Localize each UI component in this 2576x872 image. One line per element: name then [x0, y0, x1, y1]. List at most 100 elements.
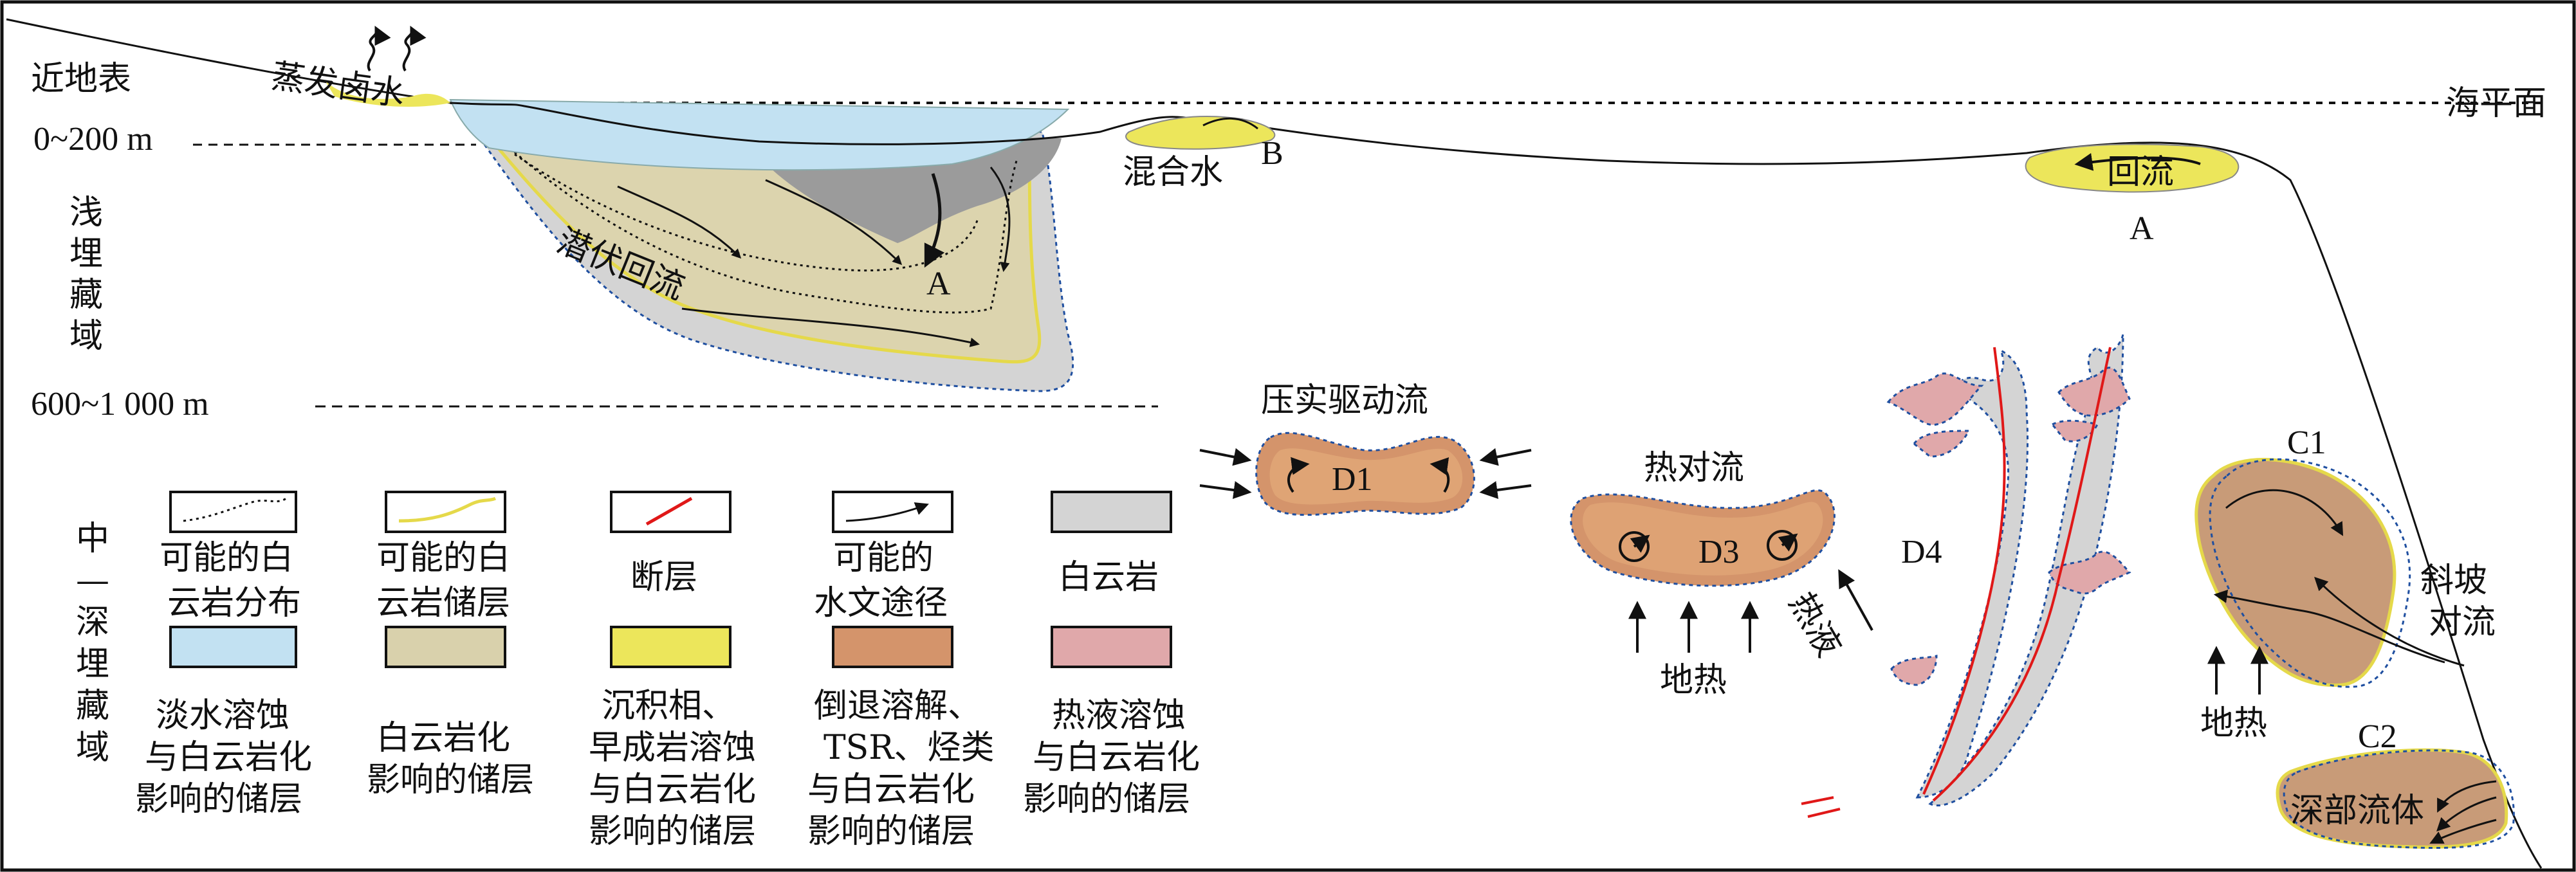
ground-surface-line: [6, 18, 2543, 869]
dolomite-distribution-dotted: [494, 134, 1018, 314]
geothermal-label-1: 地热: [1660, 661, 1727, 700]
shallow-burial-char: 域: [69, 317, 103, 356]
mid-deep-burial-label: 中 — 深 埋 藏 域: [76, 520, 109, 767]
hydrothermal-pocket: [2057, 367, 2131, 417]
legend-dotted-line-icon: [183, 497, 287, 522]
legend-yellow-curve-icon: [398, 496, 497, 523]
legend-swatch-retrograde: [832, 626, 953, 668]
legend-label: 与白云岩化: [807, 770, 975, 809]
deep-fluid-arrow: [2437, 780, 2497, 813]
legend-label: 淡水溶蚀: [156, 696, 290, 735]
deep-fluid-label: 深部流体: [2290, 792, 2424, 830]
c1-halo: [2209, 458, 2411, 688]
legend-label: 早成岩溶蚀: [589, 729, 756, 767]
legend-swatch-dolomitization: [385, 626, 506, 668]
legend-label: 可能的白: [160, 539, 293, 577]
compression-arrow: [1479, 481, 1532, 499]
d3-label: D3: [1698, 534, 1740, 570]
compression-arrow: [1479, 448, 1532, 466]
mid-deep-burial-char: 中: [76, 520, 109, 558]
d4-fault-body: [1915, 348, 2029, 799]
legend-label: 倒退溶解、: [814, 687, 981, 725]
mid-deep-burial-char: 深: [76, 603, 109, 642]
d4-label: D4: [1901, 534, 1942, 570]
hydrothermal-pocket: [1890, 655, 1938, 686]
legend-label: 水文途径: [814, 584, 948, 622]
mid-deep-burial-char: —: [76, 561, 109, 600]
legend-label: 云岩储层: [376, 584, 510, 622]
legend-arrow-icon: [845, 502, 929, 522]
evaporation-arrows-icon: [367, 25, 427, 72]
hydrothermal-arrow: [1838, 569, 1873, 631]
flow-path: [924, 173, 945, 268]
c1-flow-arrow: [2314, 577, 2465, 667]
evaporite-brine-zone: [325, 80, 450, 107]
reflux-letter: A: [2130, 210, 2154, 247]
legend-swatch-fresh-water: [169, 626, 297, 668]
mixed-water-zone: [1125, 116, 1276, 150]
legend-label: 与白云岩化: [589, 770, 756, 809]
legend-swatch-hydrologic-path: [832, 491, 953, 533]
c1-label: C1: [2287, 424, 2326, 461]
sea-level-label: 海平面: [2446, 84, 2546, 123]
c1-body: [2194, 458, 2397, 687]
legend-label: 影响的储层: [589, 812, 756, 851]
fresh-water-lens: [449, 98, 1070, 171]
legend-label: 影响的储层: [807, 812, 975, 851]
hydrothermal-pocket: [1886, 372, 1984, 426]
legend-swatch-sedimentary: [610, 626, 731, 668]
legend-label: 断层: [630, 558, 697, 597]
legend-label: 与白云岩化: [145, 738, 312, 777]
legend: 可能的白 云岩分布 可能的白 云岩储层 断层 可能的 水文途径 白云岩 淡水溶蚀…: [135, 491, 1200, 851]
legend-swatch-dolomite: [1051, 491, 1172, 533]
geothermal-label-2: 地热: [2200, 704, 2267, 743]
d1-convection-arrow: [1430, 457, 1450, 493]
compression-arrow: [1199, 448, 1252, 466]
legend-label: 白云岩: [1058, 558, 1159, 597]
seepage-reflux-letter: A: [926, 266, 951, 302]
legend-label: 白云岩化: [376, 719, 510, 758]
legend-label: 热液溶蚀: [1052, 696, 1186, 735]
flow-path: [989, 167, 1011, 272]
shallow-burial-char: 埋: [69, 235, 103, 273]
legend-label: 可能的白: [376, 539, 510, 577]
shallow-burial-char: 藏: [69, 276, 103, 314]
c2-halo: [2283, 749, 2515, 849]
hydrothermal-pocket: [2048, 550, 2131, 595]
c1-flow-arrow: [2225, 489, 2344, 536]
legend-swatch-dolomite-reservoir: [385, 491, 506, 533]
evaporite-brine-label: 蒸发卤水: [269, 57, 407, 113]
mixed-water-label: 混合水: [1123, 153, 1223, 192]
red-fault-line-2: [1932, 347, 2111, 802]
near-surface-label: 近地表: [31, 60, 131, 98]
compression-arrow: [1199, 481, 1252, 499]
legend-swatch-hydrothermal: [1051, 626, 1172, 668]
reflux-arrow: [2074, 152, 2201, 171]
shallow-burial-char: 浅: [69, 194, 103, 232]
mixed-water-letter: B: [1261, 135, 1283, 172]
mid-deep-burial-char: 埋: [76, 645, 109, 684]
legend-label: 与白云岩化: [1033, 738, 1200, 777]
mid-deep-burial-char: 域: [76, 729, 109, 767]
thermal-convection-label: 热对流: [1644, 449, 1744, 487]
d1-core: [1269, 448, 1463, 505]
legend-label: 云岩分布: [167, 584, 301, 622]
legend-label: 影响的储层: [135, 780, 302, 819]
legend-label: 可能的: [833, 539, 934, 577]
legend-label: TSR、烃类: [823, 729, 994, 767]
legend-fault-icon: [645, 496, 693, 526]
mixed-water-arc: [1202, 117, 1258, 130]
shallow-burial-label: 浅 埋 藏 域: [69, 194, 103, 356]
reflux-label: 回流: [2107, 153, 2174, 192]
depth-1000-label: 600~1 000 m: [31, 386, 209, 422]
legend-swatch-dolomite-distribution: [169, 491, 297, 533]
c2-label: C2: [2358, 718, 2397, 755]
legend-label: 沉积相、: [602, 687, 735, 725]
flow-path: [681, 307, 980, 347]
d1-label: D1: [1332, 461, 1373, 498]
d3-vortex-arrow: [1630, 534, 1650, 553]
mid-deep-burial-char: 藏: [76, 687, 109, 725]
deep-fluid-arrow: [2429, 819, 2497, 844]
